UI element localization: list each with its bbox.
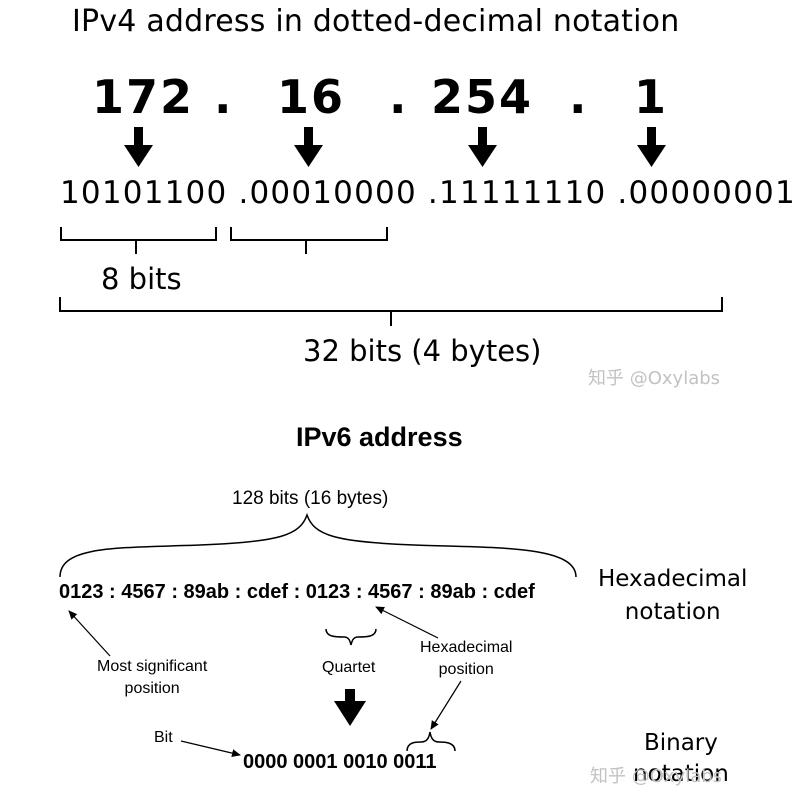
ipv4-binary: 10101100 .00010000 .11111110 .00000001 bbox=[60, 175, 796, 211]
diagram-graphics bbox=[59, 127, 723, 758]
octet-2: 16 bbox=[277, 70, 346, 124]
brace-128-bits bbox=[59, 512, 577, 578]
bracket-byte-2 bbox=[230, 227, 388, 254]
binary-notation-line-2: notation bbox=[633, 761, 729, 787]
binary-notation-label: Binary notation bbox=[633, 728, 729, 790]
label-8-bits: 8 bits bbox=[101, 262, 182, 296]
down-arrow-icon-3 bbox=[468, 127, 497, 167]
label-32-bits: 32 bits (4 bytes) bbox=[303, 334, 542, 368]
arrow-hex-position-to-binary bbox=[430, 680, 462, 730]
most-significant-line-2: position bbox=[124, 680, 180, 697]
hex-position-label: Hexadecimal position bbox=[420, 637, 512, 681]
arrow-most-significant bbox=[68, 610, 111, 657]
hex-position-line-1: Hexadecimal bbox=[420, 639, 513, 656]
bracket-32-bits bbox=[59, 297, 723, 326]
octet-dot-1: . bbox=[214, 70, 232, 124]
arrow-bit bbox=[180, 740, 241, 758]
watermark-bottom: 知乎 @Oxylabs bbox=[590, 766, 723, 787]
arrow-hex-position bbox=[375, 606, 439, 639]
binary-notation-line-1: Binary bbox=[643, 730, 718, 756]
down-arrow-icon-2 bbox=[294, 127, 323, 167]
hex-notation-label: Hexadecimal notation bbox=[598, 563, 747, 629]
ipv6-hex: 0123 : 4567 : 89ab : cdef : 0123 : 4567 … bbox=[59, 581, 535, 603]
hex-position-line-2: position bbox=[438, 661, 494, 678]
brace-nibble bbox=[406, 731, 456, 752]
hex-notation-line-1: Hexadecimal bbox=[598, 566, 748, 592]
bit-label: Bit bbox=[154, 729, 173, 746]
down-arrow-icon-1 bbox=[124, 127, 153, 167]
most-significant-label: Most significant position bbox=[97, 656, 207, 700]
quartet-label: Quartet bbox=[322, 659, 376, 676]
down-arrow-icon-binary bbox=[334, 689, 366, 726]
hex-notation-line-2: notation bbox=[624, 599, 721, 625]
down-arrow-icon-4 bbox=[637, 127, 666, 167]
octet-dot-2: . bbox=[389, 70, 407, 124]
bracket-byte-1 bbox=[60, 227, 217, 254]
label-128-bits: 128 bits (16 bytes) bbox=[232, 488, 389, 509]
octet-4: 1 bbox=[634, 70, 669, 124]
ipv4-title: IPv4 address in dotted-decimal notation bbox=[72, 4, 680, 39]
watermark-top: 知乎 @Oxylabs bbox=[588, 368, 721, 389]
brace-quartet bbox=[325, 628, 377, 646]
ipv6-binary: 0000 0001 0010 0011 bbox=[243, 751, 437, 773]
ipv6-title: IPv6 address bbox=[296, 422, 463, 452]
octet-3: 254 bbox=[431, 70, 534, 124]
most-significant-line-1: Most significant bbox=[97, 658, 208, 675]
octet-dot-3: . bbox=[569, 70, 587, 124]
octet-1: 172 bbox=[92, 70, 195, 124]
